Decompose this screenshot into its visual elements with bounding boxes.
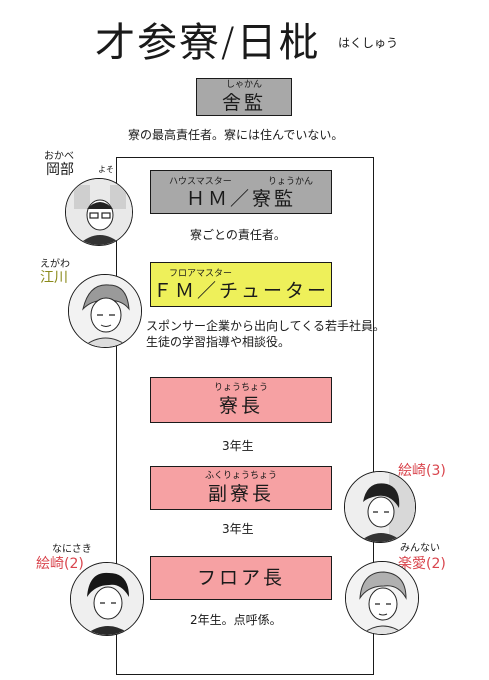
dorm-frame: [116, 157, 374, 675]
person-name: 江川: [40, 270, 68, 286]
role-box-shakan: しゃかん 舎監: [196, 78, 292, 116]
role-description-line-2: 生徒の学習指導や相談役。: [146, 335, 291, 349]
person-name: 絵崎(3): [398, 463, 446, 479]
avatar-egawa: [68, 274, 142, 348]
role-label: 舎監: [221, 91, 266, 114]
avatar-esaki-3: [344, 471, 416, 543]
person-reading: おかべ: [44, 151, 74, 162]
role-label: 副寮長: [207, 482, 274, 505]
avatar-okabe: [65, 178, 133, 246]
role-ruby-left: フロアマスター: [169, 269, 233, 279]
person-name: 絵崎(2): [36, 556, 84, 572]
avatar-rakuai: [345, 561, 419, 635]
role-ruby-right: りょうかん: [267, 176, 313, 187]
person-reading: なにさき: [52, 544, 92, 555]
role-ruby: ふくりょうちょう: [204, 470, 277, 481]
role-description-line-1: スポンサー企業から出向してくる若手社員。: [146, 319, 386, 333]
role-box-ryochou: りょうちょう 寮長: [150, 377, 332, 423]
role-description: 寮の最高責任者。寮には住んでいない。: [128, 128, 344, 142]
role-ruby: りょうちょう: [213, 382, 268, 393]
role-ruby: しゃかん: [225, 79, 262, 90]
role-box-floorchou: フロア長: [150, 556, 332, 600]
avatar-esaki-2: [70, 562, 144, 636]
page-title: 才参寮/日枇: [95, 20, 321, 66]
role-ruby-left: ハウスマスター: [169, 176, 232, 187]
person-reading: えがわ: [40, 259, 70, 270]
person-name: 楽愛(2): [398, 556, 446, 572]
role-label: 寮長: [218, 394, 263, 417]
role-ruby-row: ハウスマスター りょうかん: [151, 174, 331, 187]
role-box-hm: ハウスマスター りょうかん ＨＭ／寮監: [150, 170, 332, 214]
person-reading: みんない: [400, 543, 440, 554]
role-description: 2年生。点呼係。: [190, 613, 282, 627]
role-description: 寮ごとの責任者。: [190, 228, 286, 242]
person-sub: よそ: [98, 165, 114, 174]
title-ruby: はくしゅう: [338, 36, 399, 50]
role-label: ＨＭ／寮監: [185, 187, 296, 210]
role-description: 3年生: [222, 522, 254, 536]
role-box-fukuryochou: ふくりょうちょう 副寮長: [150, 466, 332, 510]
role-description: 3年生: [222, 439, 254, 453]
role-label: フロア長: [196, 567, 285, 589]
role-label: ＦＭ／チューター: [152, 280, 329, 302]
role-ruby-row: フロアマスター: [151, 266, 331, 279]
role-box-fm: フロアマスター ＦＭ／チューター: [150, 262, 332, 307]
person-name: 岡部: [46, 162, 74, 178]
